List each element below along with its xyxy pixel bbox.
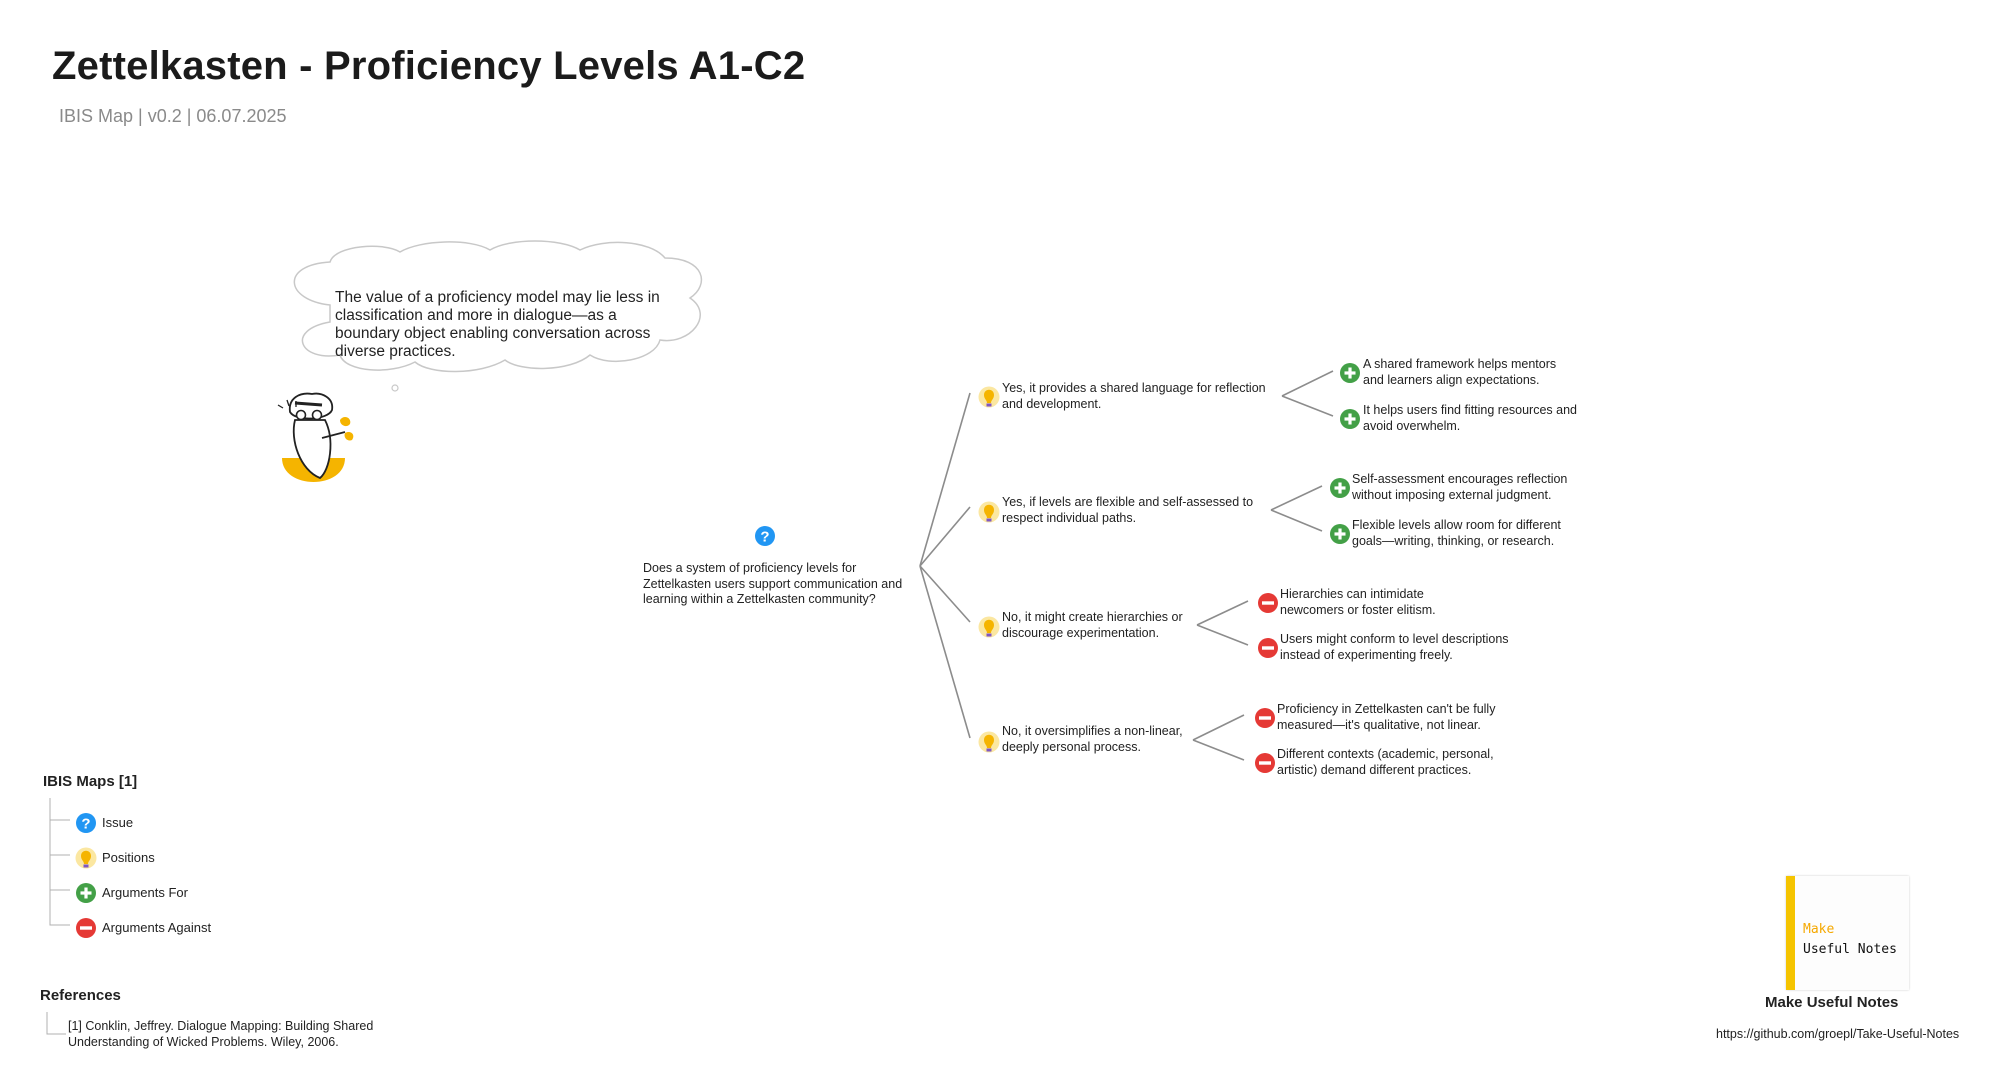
legend-lightbulb-icon: [75, 847, 97, 869]
legend-item-arguments-for: Arguments For: [102, 885, 188, 900]
legend-item-positions: Positions: [102, 850, 155, 865]
argument-2-2-text: Flexible levels allow room for different…: [1352, 518, 1561, 548]
argument-4-1-minus-icon: [1255, 708, 1275, 728]
position-1-lightbulb-icon: [978, 386, 1000, 408]
book-cover-line1: Make: [1803, 922, 1835, 937]
issue-connectors: [919, 392, 971, 739]
issue-text: Does a system of proficiency levels for …: [643, 561, 903, 606]
argument-3-1-minus-icon: [1258, 593, 1278, 613]
argument-2-2-plus-icon: [1330, 524, 1350, 544]
argument-4-1-text: Proficiency in Zettelkasten can't be ful…: [1277, 702, 1496, 732]
argument-3-1-text: Hierarchies can intimidate newcomers or …: [1280, 587, 1436, 617]
position-2-text: Yes, if levels are flexible and self-ass…: [1002, 495, 1254, 525]
page-title: Zettelkasten - Proficiency Levels A1-C2: [52, 44, 806, 88]
book-url-link[interactable]: https://github.com/groepl/Take-Useful-No…: [1716, 1027, 1960, 1041]
page-subtitle: IBIS Map | v0.2 | 06.07.2025: [59, 106, 287, 126]
position-3-text: No, it might create hierarchies or disco…: [1002, 610, 1183, 640]
issue-question-icon: [755, 526, 775, 546]
argument-2-1-text: Self-assessment encourages reflection wi…: [1352, 472, 1568, 502]
argument-connectors: [1192, 370, 1334, 761]
argument-1-2-text: It helps users find fitting resources an…: [1363, 403, 1578, 433]
thought-cloud: [293, 240, 703, 392]
mascot-illustration: [277, 392, 354, 482]
legend-title: IBIS Maps [1]: [43, 773, 138, 790]
book-cover-line2: Useful Notes: [1803, 942, 1897, 957]
position-4-lightbulb-icon: [978, 731, 1000, 753]
argument-1-2-plus-icon: [1340, 409, 1360, 429]
argument-3-2-text: Users might conform to level description…: [1280, 632, 1509, 662]
legend-plus-icon: [76, 883, 96, 903]
argument-1-1-plus-icon: [1340, 363, 1360, 383]
legend-minus-icon: [76, 918, 96, 938]
legend-item-arguments-against: Arguments Against: [102, 920, 212, 935]
book-title: Make Useful Notes: [1765, 994, 1899, 1011]
references-title: References: [40, 987, 121, 1004]
cloud-text: The value of a proficiency model may lie…: [335, 289, 660, 360]
legend-tree-lines: [46, 798, 70, 1035]
legend-question-icon: [76, 813, 96, 833]
argument-1-1-text: A shared framework helps mentors and lea…: [1363, 357, 1557, 387]
reference-item: [1] Conklin, Jeffrey. Dialogue Mapping: …: [68, 1019, 374, 1049]
position-1-text: Yes, it provides a shared language for r…: [1002, 381, 1266, 411]
argument-2-1-plus-icon: [1330, 478, 1350, 498]
argument-4-2-text: Different contexts (academic, personal, …: [1277, 747, 1494, 777]
position-3-lightbulb-icon: [978, 616, 1000, 638]
legend-item-issue: Issue: [102, 815, 134, 830]
argument-4-2-minus-icon: [1255, 753, 1275, 773]
position-4-text: No, it oversimplifies a non-linear, deep…: [1002, 724, 1183, 754]
position-2-lightbulb-icon: [978, 501, 1000, 523]
argument-3-2-minus-icon: [1258, 638, 1278, 658]
book-cover[interactable]: Make Useful Notes: [1786, 876, 1909, 990]
